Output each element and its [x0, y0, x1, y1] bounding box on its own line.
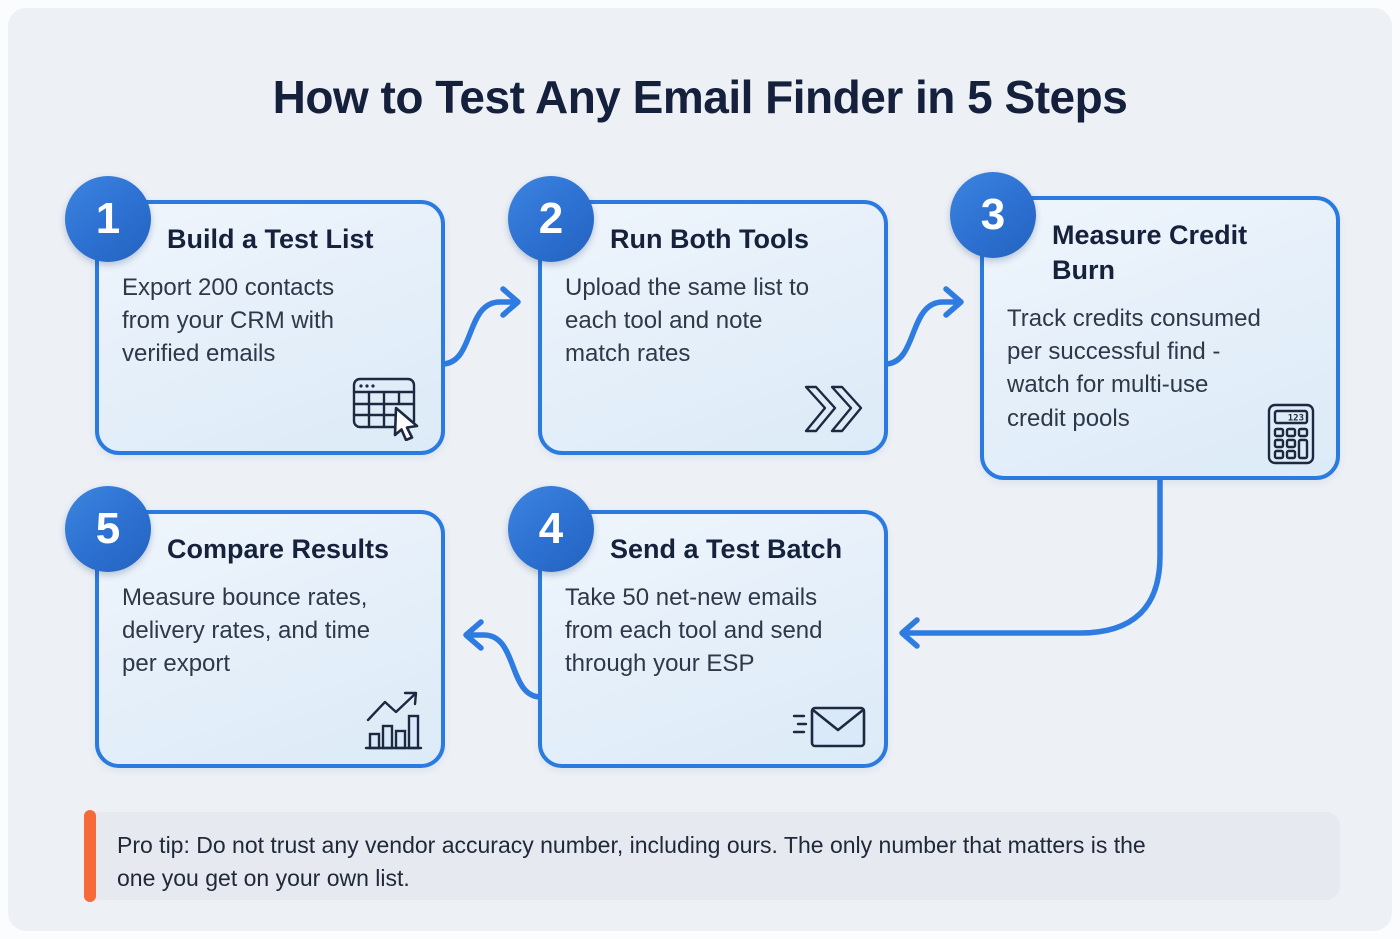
step-number-badge: 1: [65, 176, 151, 262]
calculator-icon: 123: [1267, 403, 1315, 465]
step-description: Upload the same list to each tool and no…: [565, 274, 810, 368]
arrow-step3-to-step4: [899, 474, 1163, 649]
bar-chart-growth-icon: [364, 691, 423, 750]
step-number-badge: 3: [950, 172, 1036, 258]
arrow-step2-to-step3: [882, 286, 964, 367]
step-description: Track credits consumed per successful fi…: [1007, 305, 1261, 432]
step-title: Measure Credit Burn: [1052, 220, 1248, 286]
step-description: Measure bounce rates, delivery rates, an…: [122, 584, 371, 678]
pro-tip-accent-bar: [84, 810, 96, 902]
step-card-4: 4 Send a Test Batch Take 50 net-new emai…: [508, 486, 888, 768]
step-title: Send a Test Batch: [610, 534, 843, 564]
arrow-step1-to-step2: [439, 286, 521, 367]
step-title: Build a Test List: [167, 224, 374, 254]
step-card-3: 3 Measure Credit Burn Track credits cons…: [950, 172, 1340, 480]
double-chevron-icon: [804, 385, 863, 433]
arrow-step4-to-step5: [463, 619, 544, 700]
step-title: Run Both Tools: [610, 224, 809, 254]
step-number-badge: 2: [508, 176, 594, 262]
step-card-5: 5 Compare Results Measure bounce rates, …: [65, 486, 445, 768]
infographic-canvas: How to Test Any Email Finder in 5 Steps …: [8, 8, 1392, 931]
spreadsheet-cursor-icon: [352, 377, 419, 441]
step-card-1: 1 Build a Test List Export 200 contacts …: [65, 176, 445, 455]
svg-text:123: 123: [1288, 414, 1304, 424]
step-card-2: 2 Run Both Tools Upload the same list to…: [508, 176, 888, 455]
step-description: Export 200 contacts from your CRM with v…: [122, 274, 335, 368]
step-description: Take 50 net-new emails from each tool an…: [565, 584, 823, 678]
sending-email-icon: [792, 706, 866, 748]
step-number-badge: 5: [65, 486, 151, 572]
step-title: Compare Results: [167, 534, 390, 564]
page-title: How to Test Any Email Finder in 5 Steps: [272, 71, 1128, 123]
pro-tip-text: Pro tip: Do not trust any vendor accurac…: [117, 832, 1146, 892]
step-number-badge: 4: [508, 486, 594, 572]
pro-tip-callout: Pro tip: Do not trust any vendor accurac…: [84, 810, 1340, 902]
